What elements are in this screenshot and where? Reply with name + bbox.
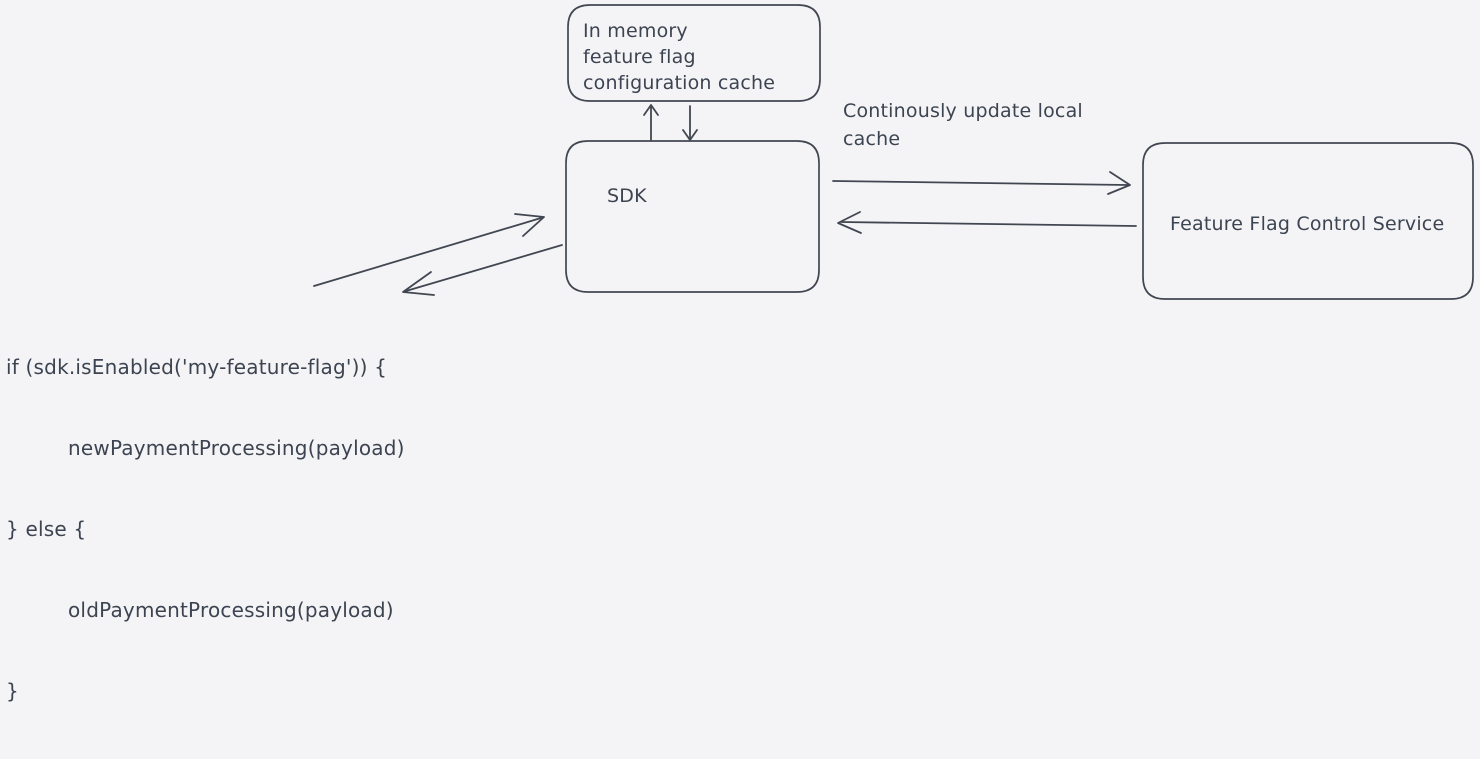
arrow-service-to-sdk (837, 211, 1137, 234)
node-feature-flag-control-service[interactable] (1142, 142, 1474, 300)
arrowhead-down-icon (682, 129, 698, 141)
arrow-code-to-sdk (313, 213, 545, 287)
ffcs-box-outline (1142, 142, 1474, 300)
ffcs-node-label: Feature Flag Control Service (1170, 213, 1445, 235)
arrow-cache-to-sdk (643, 104, 659, 141)
arrowhead-up-icon (643, 104, 659, 116)
arrow-sdk-to-service (832, 171, 1131, 195)
arrowhead-left-icon (837, 211, 862, 234)
arrowhead-right-icon (1107, 171, 1131, 195)
sdk-box-outline (565, 140, 820, 293)
arrowhead-down-left-icon (402, 271, 435, 296)
code-snippet: if (sdk.isEnabled('my-feature-flag')) { … (6, 300, 405, 759)
sdk-node-label: SDK (607, 185, 647, 207)
code-line-2: newPaymentProcessing(payload) (68, 436, 405, 460)
node-sdk[interactable] (565, 140, 820, 293)
diagram-canvas: In memory feature flag configuration cac… (6, 4, 1474, 703)
code-line-1: if (sdk.isEnabled('my-feature-flag')) { (6, 355, 388, 379)
code-line-4: oldPaymentProcessing(payload) (68, 598, 394, 622)
diagram-shapes-layer (313, 4, 1474, 300)
code-line-5: } (6, 679, 19, 703)
edge-label-continuously-update-local-cache: Continously update local cache (843, 100, 1083, 150)
arrowhead-up-right-icon (514, 213, 545, 237)
cache-node-label: In memory feature flag configuration cac… (583, 20, 776, 94)
node-cache[interactable] (567, 4, 821, 102)
arrow-sdk-to-cache (682, 105, 698, 141)
arrow-sdk-to-code (402, 244, 563, 296)
cache-box-outline (567, 4, 821, 102)
code-line-3: } else { (6, 517, 87, 541)
